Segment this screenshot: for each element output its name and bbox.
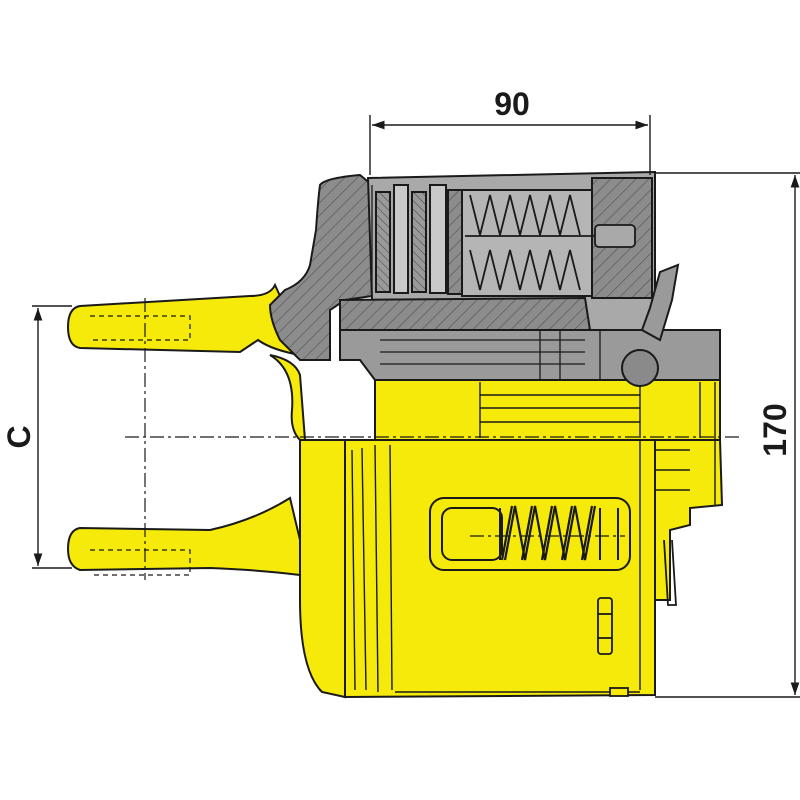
locking-pawl xyxy=(640,263,680,342)
shaft-step xyxy=(654,439,724,601)
hub-lower-grey xyxy=(339,329,721,381)
dimension-170-label: 170 xyxy=(757,403,793,456)
centerlines xyxy=(125,298,740,580)
window-spring xyxy=(500,505,597,561)
detent-ball xyxy=(621,349,659,387)
housing-slots xyxy=(597,597,629,697)
dimension-c xyxy=(32,305,72,569)
right-plate xyxy=(663,539,677,606)
friction-disc-2 xyxy=(393,184,409,294)
dimension-170 xyxy=(655,172,800,698)
cutaway-section xyxy=(268,170,721,387)
hub-section xyxy=(374,379,721,441)
dimension-90-label: 90 xyxy=(494,86,530,122)
dimension-c-label: C xyxy=(1,425,37,448)
upper-fork-ear xyxy=(66,282,301,357)
hidden-lines xyxy=(90,315,191,576)
hub-section-grey xyxy=(339,296,592,331)
yoke-flange-section xyxy=(268,173,373,361)
lower-fork-ear xyxy=(66,496,301,577)
hub-spline-lines xyxy=(371,185,601,380)
pressure-plate xyxy=(447,189,463,295)
friction-disc-3 xyxy=(411,191,427,293)
housing-detail-lines xyxy=(351,382,716,693)
clutch-springs xyxy=(465,194,636,291)
friction-disc-1 xyxy=(375,191,391,293)
friction-disc-4 xyxy=(429,184,447,294)
housing-shoulder xyxy=(299,439,346,699)
dimension-90 xyxy=(369,115,651,175)
